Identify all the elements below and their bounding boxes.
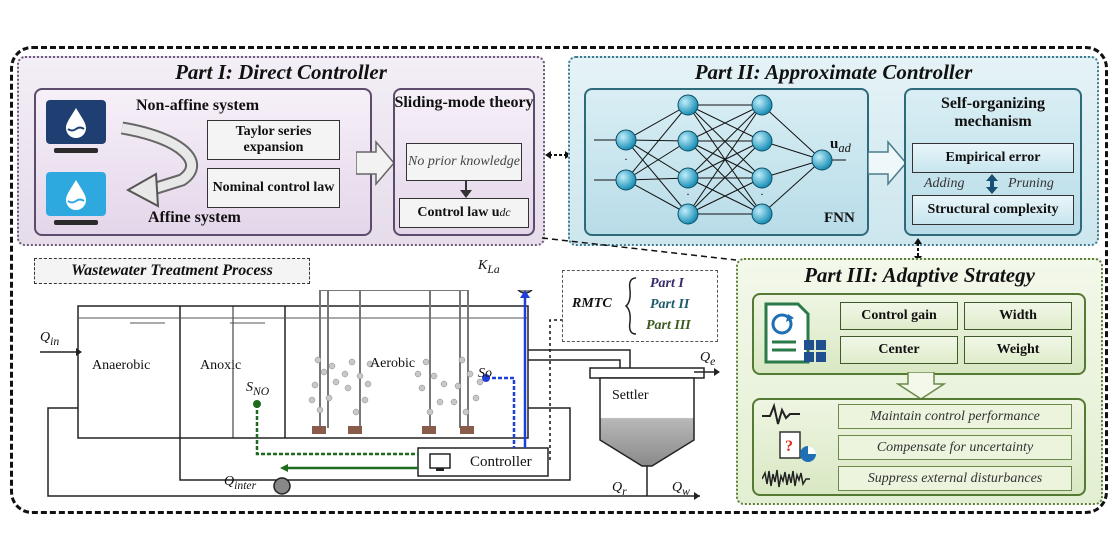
- arrow-right-icon: [356, 140, 395, 186]
- so-label: So: [478, 366, 492, 381]
- pruning-label: Pruning: [1008, 176, 1054, 191]
- sno-main: S: [246, 380, 253, 395]
- part1-title: Part I: Direct Controller: [175, 60, 387, 84]
- svg-text:?: ?: [785, 438, 793, 455]
- q-r-sub: r: [622, 484, 627, 498]
- q-r-label: Qr: [612, 480, 627, 498]
- no-prior-box: No prior knowledge: [406, 143, 522, 181]
- self-org-label: Self-organizing mechanism: [941, 95, 1045, 131]
- u-ad-main: u: [830, 136, 839, 152]
- goal-item-3: Suppress external disturbances: [838, 466, 1072, 491]
- noise-wave-icon: [762, 469, 810, 488]
- sliding-label: Sliding-mode theory: [394, 94, 534, 111]
- part2-title: Part II: Approximate Controller: [694, 60, 973, 84]
- center-box: Center: [840, 336, 958, 364]
- rmtc-part1: Part I: [650, 276, 684, 291]
- up-down-arrow-icon: [986, 174, 998, 194]
- q-inter-main: Q: [224, 474, 235, 489]
- q-in-main: Q: [40, 330, 51, 345]
- down-big-arrow-icon: [896, 372, 946, 400]
- q-r-main: Q: [612, 480, 623, 495]
- transform-arrow-icon: [120, 121, 199, 208]
- svg-text:·: ·: [624, 152, 628, 166]
- process-diagram: [40, 290, 720, 500]
- structural-box: Structural complexity: [912, 195, 1074, 225]
- kla-label: KLa: [478, 258, 500, 276]
- fnn-network: · · ·: [594, 94, 846, 225]
- rmtc-label: RMTC: [572, 296, 612, 311]
- kla-sub: La: [487, 262, 500, 276]
- u-ad-sub: ad: [838, 141, 851, 155]
- connector-line: [541, 237, 737, 261]
- q-inter-sub: inter: [234, 478, 257, 492]
- aerobic-label: Aerobic: [370, 356, 416, 371]
- sno-label: SNO: [246, 380, 269, 398]
- width-box: Width: [964, 302, 1072, 330]
- wwtp-title: Wastewater Treatment Process: [34, 258, 310, 284]
- rmtc-part3: Part III: [646, 318, 691, 333]
- nominal-box: Nominal control law: [207, 168, 340, 208]
- goal-item-1: Maintain control performance: [838, 404, 1072, 429]
- q-in-label: Qin: [40, 330, 59, 348]
- fnn-label: FNN: [824, 210, 855, 226]
- q-w-main: Q: [672, 480, 683, 495]
- affine-label: Affine system: [148, 209, 241, 226]
- adding-label: Adding: [924, 176, 965, 191]
- control-law-label: Control law u: [417, 204, 500, 220]
- q-w-sub: w: [682, 484, 690, 498]
- q-w-label: Qw: [672, 480, 690, 498]
- svg-text:·: ·: [686, 187, 690, 201]
- goal-item-2: Compensate for uncertainty: [838, 435, 1072, 460]
- signal-wave-icon: [762, 402, 800, 425]
- non-affine-label: Non-affine system: [136, 97, 260, 114]
- anoxic-label: Anoxic: [200, 358, 242, 373]
- control-law-sub: dc: [499, 206, 511, 220]
- taylor-box: Taylor series expansion: [207, 120, 340, 160]
- settler-label: Settler: [612, 388, 649, 403]
- down-arrow-icon: [460, 181, 472, 198]
- question-chart-icon: ?: [779, 431, 816, 462]
- q-inter-label: Qinter: [224, 474, 256, 492]
- u-ad-label: uad: [830, 136, 851, 156]
- arrow-right-icon-2: [868, 140, 907, 186]
- brace-icon: [624, 277, 637, 335]
- rmtc-box: [562, 270, 718, 342]
- q-e-main: Q: [700, 350, 711, 365]
- sno-sub: NO: [253, 384, 270, 398]
- svg-text:·: ·: [760, 187, 764, 201]
- rmtc-part2: Part II: [650, 297, 690, 312]
- kla-main: K: [478, 258, 488, 273]
- q-e-label: Qe: [700, 350, 715, 368]
- outer-frame: [10, 46, 1108, 514]
- water-drop-dark-icon: [46, 100, 106, 153]
- controller-label: Controller: [470, 454, 532, 470]
- document-sync-icon: [764, 302, 826, 364]
- control-gain-box: Control gain: [840, 302, 958, 330]
- q-e-sub: e: [710, 354, 716, 368]
- water-drop-light-icon: [46, 172, 106, 225]
- anaerobic-label: Anaerobic: [92, 358, 151, 373]
- q-in-sub: in: [50, 334, 60, 348]
- weight-box: Weight: [964, 336, 1072, 364]
- empirical-box: Empirical error: [912, 143, 1074, 173]
- part3-title: Part III: Adaptive Strategy: [804, 263, 1035, 287]
